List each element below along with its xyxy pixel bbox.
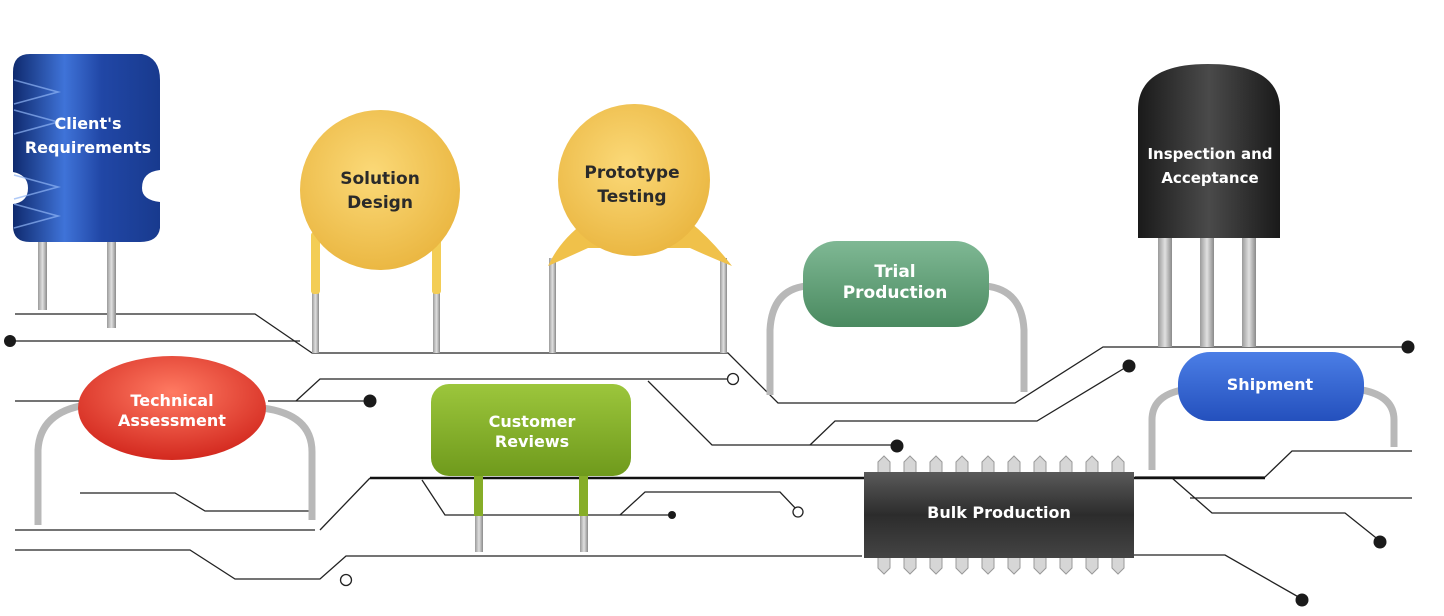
label-line: Bulk Production: [927, 503, 1071, 522]
label-inspection-acceptance: Inspection and Acceptance: [1135, 142, 1285, 190]
label-customer-reviews: Customer Reviews: [462, 412, 602, 452]
label-line: Requirements: [24, 138, 152, 157]
label-line: Client's: [54, 114, 122, 133]
label-line: Customer: [488, 412, 576, 431]
transistor-component: [1138, 64, 1280, 347]
label-line: Prototype: [584, 163, 680, 183]
label-line: Solution: [340, 169, 420, 189]
label-line: Technical: [130, 391, 214, 410]
label-line: Acceptance: [1161, 169, 1259, 187]
label-line: Design: [347, 193, 413, 213]
technical-assessment-resistor: [34, 356, 316, 525]
shipment-resistor: [1148, 352, 1398, 470]
label-trial-production: Trial Production: [825, 262, 965, 304]
label-shipment: Shipment: [1200, 373, 1340, 397]
label-clients-requirements: Client's Requirements: [18, 112, 158, 160]
label-line: Inspection and: [1147, 145, 1273, 163]
label-line: Assessment: [118, 411, 226, 430]
label-line: Trial: [874, 262, 916, 282]
label-line: Production: [842, 283, 948, 303]
label-line: Reviews: [494, 432, 570, 451]
label-line: Testing: [597, 187, 667, 207]
trace-nodes: [4, 335, 1415, 607]
ceramic-capacitor-prototype: [548, 104, 732, 353]
ic-chip-component: [864, 455, 1134, 575]
label-solution-design: Solution Design: [310, 167, 450, 215]
inductor-component: [13, 54, 160, 328]
label-prototype-testing: Prototype Testing: [562, 161, 702, 209]
trial-production-resistor: [766, 241, 1028, 395]
label-bulk-production: Bulk Production: [914, 501, 1084, 525]
label-line: Shipment: [1226, 375, 1314, 394]
circuit-traces: [10, 313, 1412, 600]
customer-reviews-capacitor: [431, 384, 631, 552]
label-technical-assessment: Technical Assessment: [102, 391, 242, 431]
ceramic-capacitor-solution: [300, 110, 460, 353]
